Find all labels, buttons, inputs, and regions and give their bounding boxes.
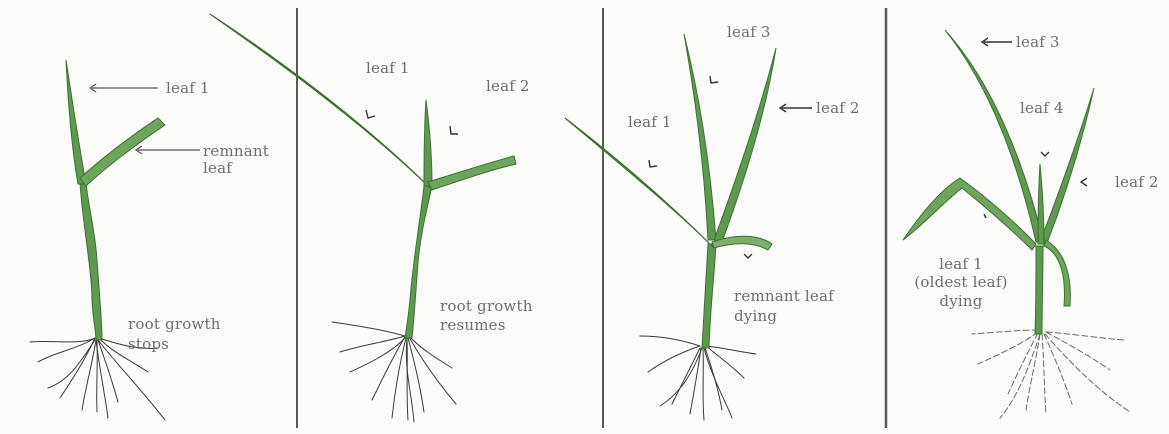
label-remnant-leaf-line1: remnant leaf <box>734 288 834 305</box>
leaf-3 <box>684 34 716 240</box>
label-remnant-leaf-line1: remnant <box>203 143 269 160</box>
leaf-1 <box>210 14 430 188</box>
stem <box>80 182 102 340</box>
remnant-leaf <box>80 118 165 186</box>
label-leaf-3: leaf 3 <box>1016 34 1060 51</box>
stem <box>405 186 432 338</box>
roots <box>972 330 1130 418</box>
label-leaf-1-line2: (oldest leaf) <box>906 274 1016 291</box>
leaf-1 <box>903 178 1036 250</box>
label-leaf-1: leaf 1 <box>166 80 210 97</box>
label-root-growth-line1: root growth <box>440 298 533 315</box>
seedling-stage-1 <box>30 60 200 420</box>
label-remnant-leaf-line2: leaf <box>203 160 232 177</box>
label-leaf-1: leaf 1 <box>366 60 410 77</box>
label-leaf-4: leaf 4 <box>1020 100 1064 117</box>
roots <box>332 322 456 422</box>
leaf-1 <box>565 118 714 248</box>
label-leaf-2: leaf 2 <box>816 100 860 117</box>
label-root-growth-line2: stops <box>128 336 169 353</box>
leaf-2 <box>424 100 432 186</box>
label-leaf-2: leaf 2 <box>486 78 530 95</box>
seedling-stage-2 <box>210 14 516 422</box>
label-root-growth-line2: resumes <box>440 317 506 334</box>
remnant-leaf <box>428 156 516 190</box>
label-leaf-1-line3: dying <box>906 293 1016 310</box>
leaf-4 <box>1038 164 1044 244</box>
stem <box>702 244 716 348</box>
leaf-2 <box>714 48 776 242</box>
label-leaf-2: leaf 2 <box>1115 174 1159 191</box>
label-root-growth-line1: root growth <box>128 316 221 333</box>
label-leaf-3: leaf 3 <box>727 24 771 41</box>
label-leaf-1: leaf 1 <box>628 114 672 131</box>
label-leaf-1-line1: leaf 1 <box>906 256 1016 273</box>
roots <box>640 336 756 420</box>
dying-leaf-tip <box>1044 240 1070 306</box>
leaf-1 <box>66 60 86 184</box>
stem <box>1035 246 1043 334</box>
label-remnant-leaf-line2: dying <box>734 308 777 325</box>
seedling-stage-4 <box>903 30 1130 418</box>
